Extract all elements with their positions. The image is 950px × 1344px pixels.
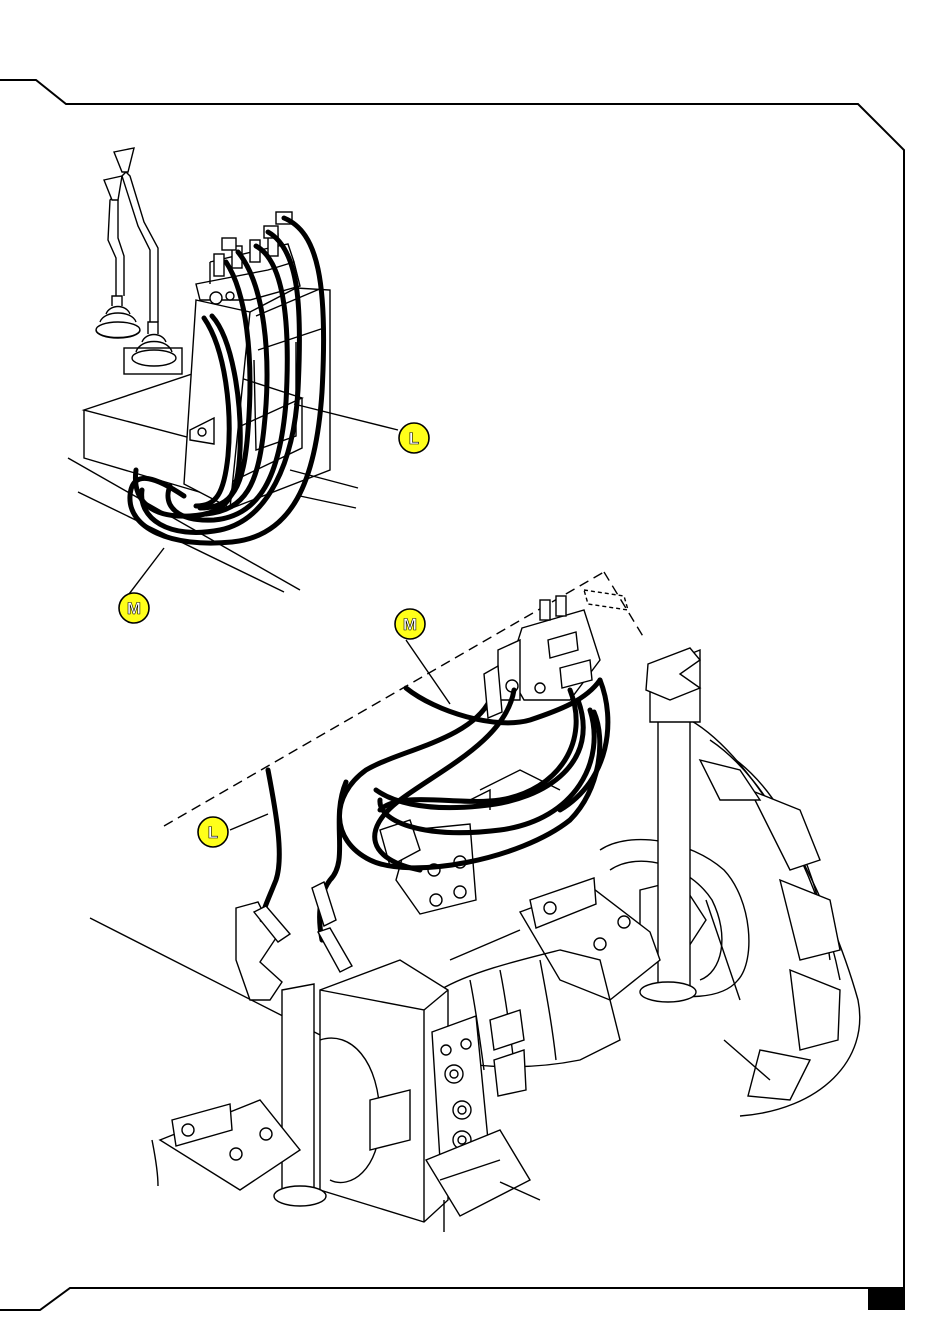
upper-control-assembly bbox=[68, 148, 358, 592]
lower-axle-assembly bbox=[90, 572, 860, 1232]
callout-label: L bbox=[208, 823, 218, 842]
callout-upper-M: M bbox=[119, 593, 149, 623]
callout-label: M bbox=[127, 599, 141, 618]
lever-boot-left bbox=[96, 296, 140, 338]
page-marker bbox=[868, 1288, 905, 1310]
callout-label: M bbox=[403, 615, 417, 634]
tire bbox=[690, 720, 860, 1116]
callout-lower-M: M bbox=[395, 609, 425, 639]
callout-lower-L: L bbox=[198, 817, 228, 847]
callout-upper-L: L bbox=[399, 423, 429, 453]
callout-label: L bbox=[409, 429, 419, 448]
